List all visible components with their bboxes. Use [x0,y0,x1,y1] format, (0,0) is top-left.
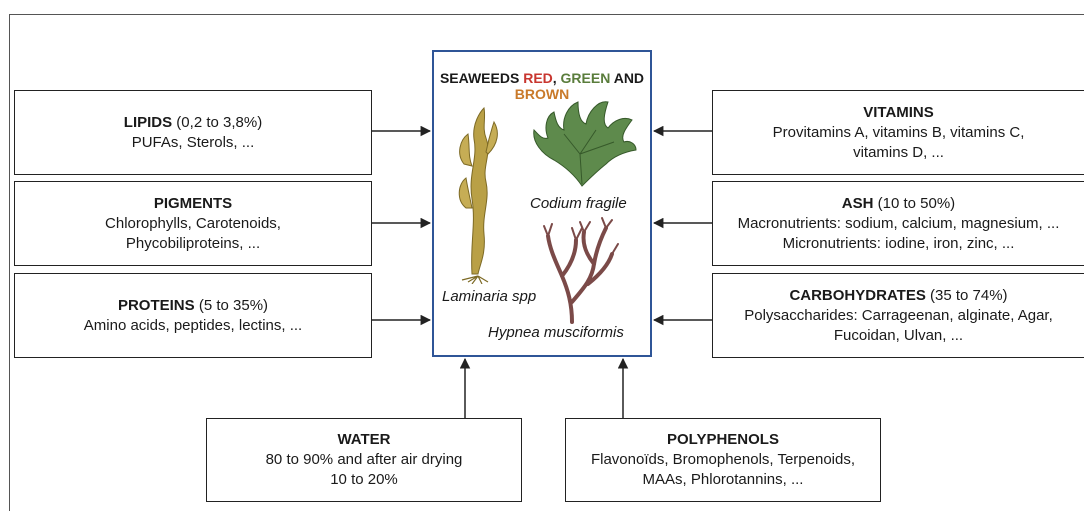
lipids-box: LIPIDS (0,2 to 3,8%) PUFAs, Sterols, ... [14,90,372,175]
polyphenols-title: POLYPHENOLS [667,430,779,450]
water-line-1: 80 to 90% and after air drying [266,450,463,470]
proteins-title: PROTEINS (5 to 35%) [118,296,268,316]
title-and: AND [610,70,644,86]
codium-illustration [524,94,642,190]
vitamins-line-1: Provitamins A, vitamins B, vitamins C, [773,123,1025,143]
polyphenols-line-2: MAAs, Phlorotannins, ... [643,470,804,490]
title-green: GREEN [561,70,611,86]
hypnea-illustration [542,214,622,324]
laminaria-illustration [442,104,512,284]
ash-title: ASH (10 to 50%) [842,194,955,214]
proteins-line-1: Amino acids, peptides, lectins, ... [84,316,302,336]
ash-box: ASH (10 to 50%) Macronutrients: sodium, … [712,181,1084,266]
carbohydrates-line-1: Polysaccharides: Carrageenan, alginate, … [744,306,1053,326]
title-prefix: SEAWEEDS [440,70,523,86]
water-title: WATER [337,430,390,450]
pigments-line-2: Phycobiliproteins, ... [126,234,260,254]
proteins-box: PROTEINS (5 to 35%) Amino acids, peptide… [14,273,372,358]
seaweeds-center-box: SEAWEEDS RED, GREEN AND BROWN Codium fra… [432,50,652,357]
polyphenols-box: POLYPHENOLS Flavonoïds, Bromophenols, Te… [565,418,881,502]
polyphenols-line-1: Flavonoïds, Bromophenols, Terpenoids, [591,450,855,470]
carbohydrates-box: CARBOHYDRATES (35 to 74%) Polysaccharide… [712,273,1084,358]
title-sep: , [553,70,561,86]
lipids-line-1: PUFAs, Sterols, ... [132,133,255,153]
vitamins-box: VITAMINS Provitamins A, vitamins B, vita… [712,90,1084,175]
pigments-line-1: Chlorophylls, Carotenoids, [105,214,281,234]
ash-line-1: Macronutrients: sodium, calcium, magnesi… [738,214,1060,234]
species-codium: Codium fragile [530,195,627,212]
species-hypnea: Hypnea musciformis [488,324,624,341]
vitamins-line-2: vitamins D, ... [853,143,944,163]
pigments-box: PIGMENTS Chlorophylls, Carotenoids, Phyc… [14,181,372,266]
vitamins-title: VITAMINS [863,103,934,123]
water-line-2: 10 to 20% [330,470,398,490]
carbohydrates-title: CARBOHYDRATES (35 to 74%) [789,286,1007,306]
pigments-title: PIGMENTS [154,194,232,214]
species-laminaria: Laminaria spp [442,288,536,305]
ash-line-2: Micronutrients: iodine, iron, zinc, ... [783,234,1015,254]
carbohydrates-line-2: Fucoidan, Ulvan, ... [834,326,963,346]
lipids-title: LIPIDS (0,2 to 3,8%) [124,113,262,133]
title-red: RED [523,70,553,86]
water-box: WATER 80 to 90% and after air drying 10 … [206,418,522,502]
